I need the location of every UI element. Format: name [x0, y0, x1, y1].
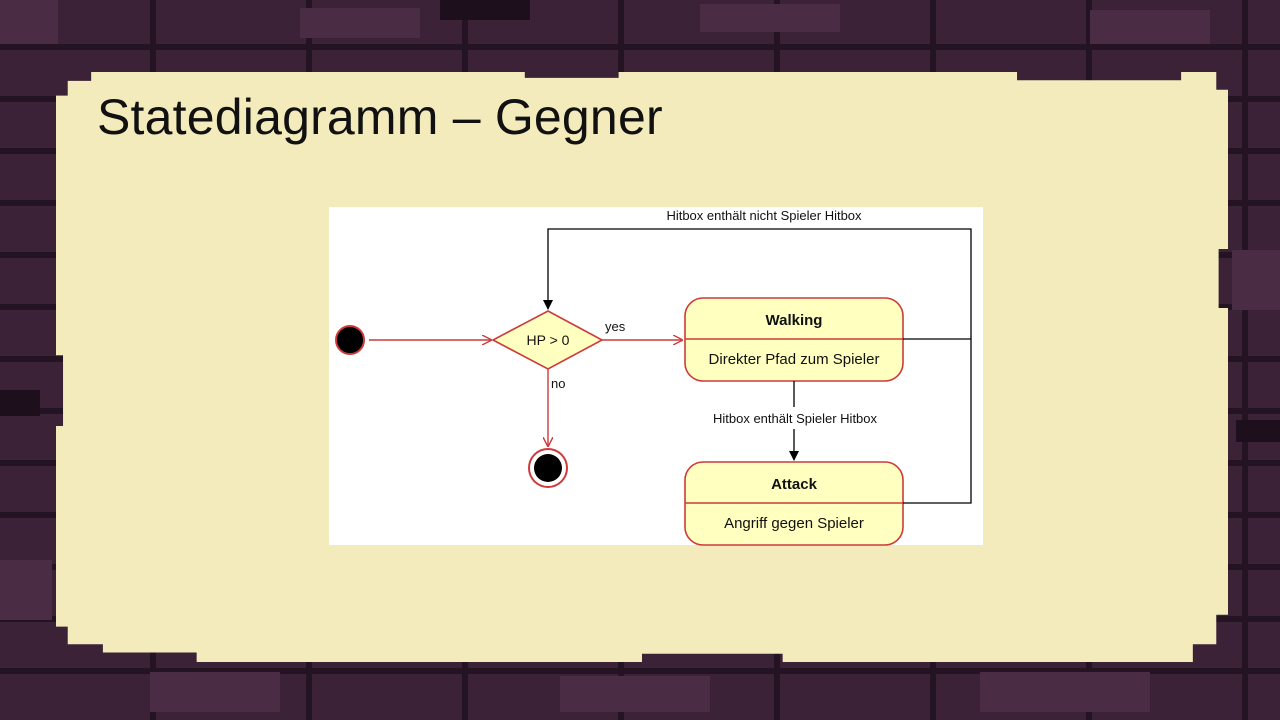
state-diagram: HP > 0 yes no Walking Direkter Pfad zum … — [329, 207, 983, 546]
brick-highlight — [1090, 10, 1210, 44]
brick-highlight — [700, 4, 840, 32]
final-node — [534, 454, 562, 482]
state-attack-activity: Angriff gegen Spieler — [724, 515, 864, 532]
decision-label: HP > 0 — [527, 332, 570, 348]
initial-node — [335, 325, 365, 355]
brick-highlight — [0, 560, 52, 620]
state-diagram-canvas: HP > 0 yes no Walking Direkter Pfad zum … — [335, 208, 972, 546]
brick-highlight — [300, 8, 420, 38]
flow-loop-top — [543, 228, 972, 339]
brick-highlight — [0, 0, 58, 44]
flow-back-to-decision — [903, 338, 972, 504]
transition-walking-to-attack-label: Hitbox enthält Spieler Hitbox — [713, 411, 878, 426]
brick-highlight — [980, 672, 1150, 712]
no-label: no — [551, 376, 565, 391]
slide-title: Statediagramm – Gegner — [97, 89, 663, 145]
transition-label-bg — [695, 407, 893, 429]
brick-shadow — [1236, 420, 1280, 442]
brick-highlight — [560, 676, 710, 712]
state-attack-name: Attack — [771, 476, 818, 493]
state-walking-name: Walking — [766, 312, 823, 329]
state-walking-activity: Direkter Pfad zum Spieler — [709, 351, 880, 368]
brick-highlight — [150, 672, 280, 712]
brick-highlight — [1232, 250, 1280, 310]
brick-shadow — [440, 0, 530, 20]
brick-shadow — [0, 390, 40, 416]
yes-label: yes — [605, 319, 626, 334]
transition-back-label: Hitbox enthält nicht Spieler Hitbox — [666, 208, 862, 223]
